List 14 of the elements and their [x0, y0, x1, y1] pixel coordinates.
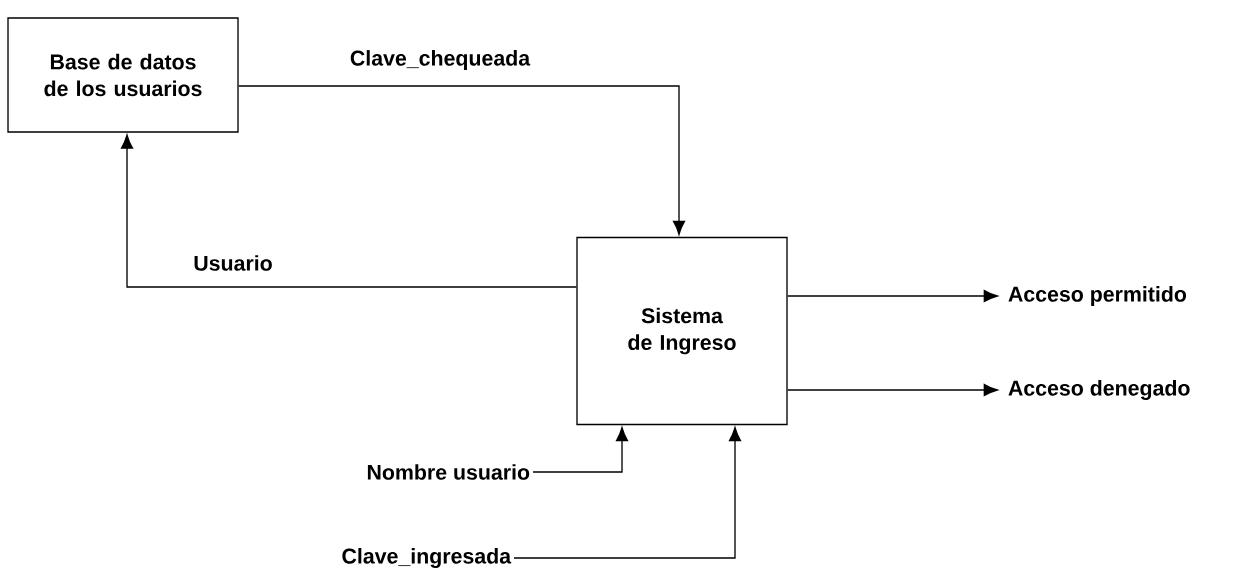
flow-label: Clave_ingresada [342, 548, 512, 568]
arrow [513, 427, 742, 559]
flow-label: Acceso denegado [1008, 380, 1190, 400]
arrow [532, 427, 629, 473]
arrow [787, 289, 998, 303]
process-box: Sistema de Ingreso [576, 236, 788, 426]
edge-label: Clave_chequeada [347, 47, 533, 73]
edge-label: Usuario [190, 252, 276, 274]
arrow [120, 134, 577, 288]
process-box: Base de datos de los usuarios [7, 17, 239, 133]
arrow [787, 383, 998, 397]
flow-label: Acceso permitido [1008, 286, 1187, 306]
arrow [238, 85, 686, 235]
flow-label: Nombre usuario [367, 464, 530, 480]
